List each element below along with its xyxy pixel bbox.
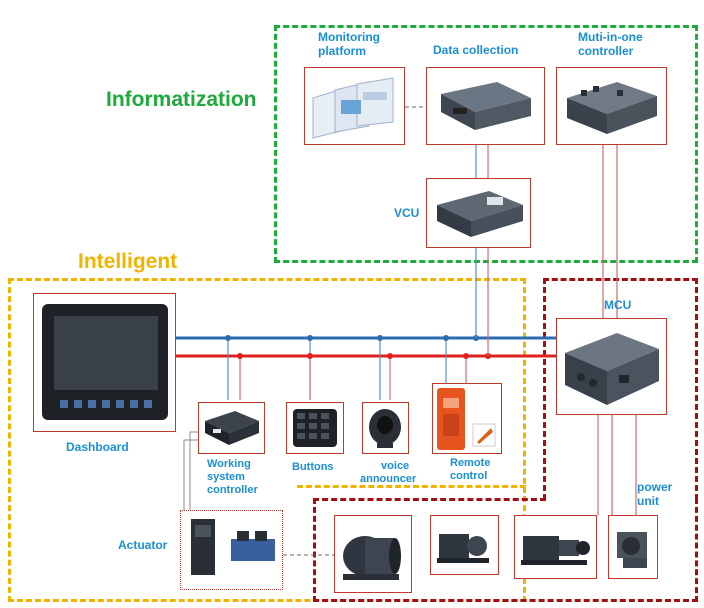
data-collection-box[interactable] xyxy=(426,67,545,145)
motor-2-box[interactable] xyxy=(430,515,499,575)
mcu-box[interactable] xyxy=(556,318,667,415)
mcu-device-icon xyxy=(565,333,659,405)
bus-drops-blue xyxy=(227,338,447,400)
bus-drops-red xyxy=(239,356,467,400)
informatization-frame xyxy=(274,25,698,263)
voice-announcer-label: voice announcer xyxy=(360,460,417,485)
motor-pump-assembly-icon xyxy=(521,536,590,565)
actuator-label: Actuator xyxy=(118,538,168,552)
monitoring-platform-label: Monitoring platform xyxy=(318,30,380,58)
keypad-icon xyxy=(293,409,337,447)
vcu-device-icon xyxy=(437,191,523,237)
vcu-label: VCU xyxy=(394,206,420,220)
vcu-box[interactable] xyxy=(426,178,531,248)
power-unit-label: power unit xyxy=(637,480,673,508)
motor-icon xyxy=(343,536,401,580)
remote-control-icon xyxy=(437,388,496,450)
voice-announcer-box[interactable] xyxy=(362,402,409,454)
power-lower-top-left xyxy=(313,498,546,501)
motor-1-box[interactable] xyxy=(334,515,412,593)
informatization-title: Informatization xyxy=(106,88,257,111)
dashboard-box[interactable] xyxy=(33,293,176,432)
working-system-controller-box[interactable] xyxy=(198,402,265,454)
remote-control-label: Remote control xyxy=(450,457,491,482)
data-collector-device-icon xyxy=(441,82,531,130)
pump-motor-icon xyxy=(437,534,489,563)
intelligent-frame xyxy=(8,278,526,602)
power-unit-icon xyxy=(617,532,647,568)
working-controller-device-icon xyxy=(205,411,259,445)
motor-3-box[interactable] xyxy=(514,515,597,579)
working-system-controller-label: Working system controller xyxy=(207,458,258,496)
speaker-icon xyxy=(369,409,401,448)
bus-nodes-blue xyxy=(225,335,479,341)
actuator-box[interactable] xyxy=(180,510,283,590)
remote-control-box[interactable] xyxy=(432,383,502,454)
multi-controller-box[interactable] xyxy=(556,67,667,145)
bus-nodes-red xyxy=(237,353,491,359)
multi-controller-label: Muti-in-one controller xyxy=(578,30,643,58)
monitoring-platform-box[interactable] xyxy=(304,67,405,145)
valve-relay-icon xyxy=(191,519,275,575)
multi-controller-device-icon xyxy=(567,82,657,134)
motor-4-box[interactable] xyxy=(608,515,658,579)
dashboard-screen-icon xyxy=(42,304,168,420)
mcu-label: MCU xyxy=(604,298,632,312)
power-frame xyxy=(543,278,698,500)
buttons-label: Buttons xyxy=(292,461,334,473)
dashboard-label: Dashboard xyxy=(66,440,129,454)
monitoring-screens-icon xyxy=(312,77,394,139)
intelligent-title: Intelligent xyxy=(78,250,178,273)
data-collection-label: Data collection xyxy=(433,43,519,57)
power-lower-frame xyxy=(313,498,698,602)
intelligent-lower-inner xyxy=(297,485,526,488)
buttons-box[interactable] xyxy=(286,402,344,454)
